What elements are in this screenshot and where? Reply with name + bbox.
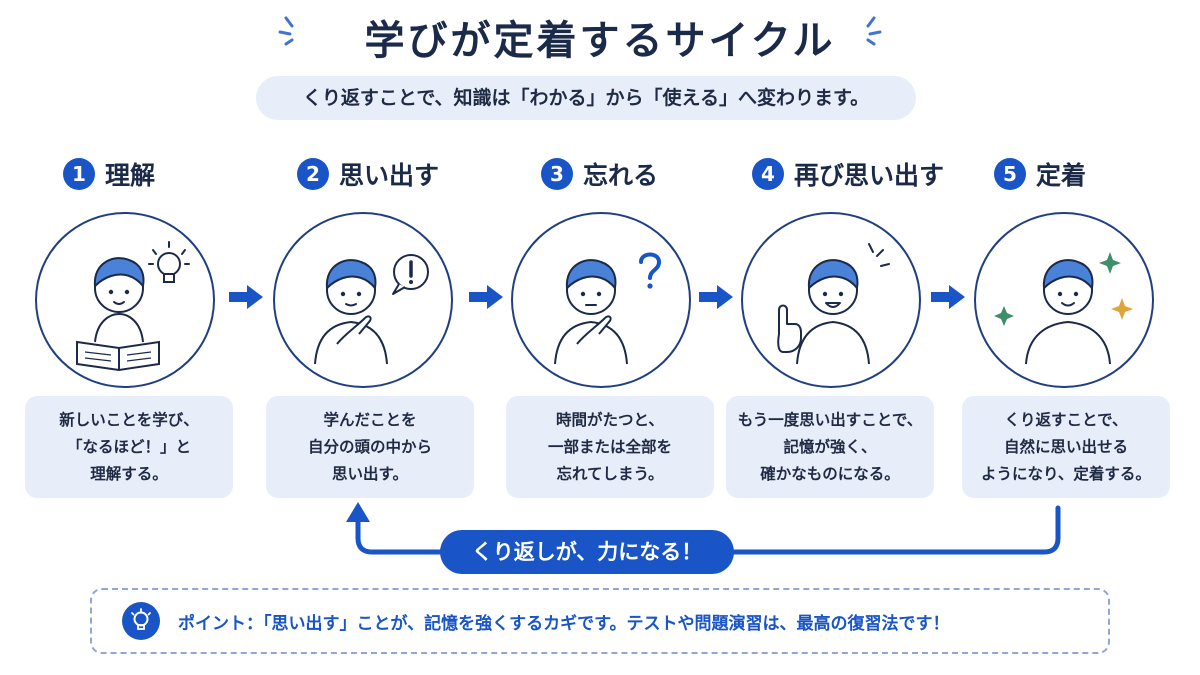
step-number-badge: 5 <box>994 158 1026 190</box>
step-label: 思い出す <box>339 161 440 190</box>
step-number-badge: 2 <box>297 158 329 190</box>
step-1-illustration <box>35 212 215 388</box>
tip-text: ポイント：「思い出す」ことが、記憶を強くするカギです。テストや問題演習は、最高の… <box>178 613 950 634</box>
arrow-right-icon <box>931 285 965 309</box>
step-label: 定着 <box>1036 161 1087 190</box>
loop-label: くり返しが、力になる！ <box>440 530 734 574</box>
step-number-badge: 3 <box>541 158 573 190</box>
step-4-illustration <box>741 212 921 388</box>
page-title: 学びが定着するサイクル <box>364 18 836 64</box>
step-4-heading: 4 再び思い出す <box>752 156 944 192</box>
step-2-description: 学んだことを 自分の頭の中から 思い出す。 <box>266 396 474 498</box>
step-5-description: くり返すことで、 自然に思い出せる ようになり、定着する。 <box>962 396 1170 498</box>
idea-lines-icon <box>868 243 890 267</box>
exclamation-icon <box>392 254 429 295</box>
boy-thinking-icon <box>314 259 388 365</box>
boy-icon <box>93 257 145 343</box>
step-5-heading: 5 定着 <box>994 156 1086 192</box>
step-label: 忘れる <box>583 161 659 190</box>
step-3-illustration <box>511 212 691 388</box>
step-4-description: もう一度思い出すことで、 記憶が強く、 確かなものになる。 <box>726 396 934 498</box>
arrow-right-icon <box>699 285 733 309</box>
arrow-right-icon <box>229 285 263 309</box>
question-icon <box>639 252 662 289</box>
sparkle-icon <box>994 306 1014 326</box>
step-1-description: 新しいことを学び、 「なるほど！」と 理解する。 <box>25 396 233 498</box>
step-2-illustration <box>273 212 453 388</box>
boy-puzzled-icon <box>554 259 628 365</box>
step-3-heading: 3 忘れる <box>541 156 658 192</box>
step-1-heading: 1 理解 <box>63 156 155 192</box>
boy-happy-icon <box>1025 259 1111 365</box>
step-5-illustration <box>974 212 1154 388</box>
step-3-description: 時間がたつと、 一部または全部を 忘れてしまう。 <box>506 396 714 498</box>
title-accent-left-icon <box>278 16 294 46</box>
step-2-heading: 2 思い出す <box>297 156 439 192</box>
sparkle-icon <box>1099 252 1121 274</box>
tip-box: ポイント：「思い出す」ことが、記憶を強くするカギです。テストや問題演習は、最高の… <box>90 588 1110 654</box>
lightbulb-icon <box>122 602 160 640</box>
boy-pointing-icon <box>777 259 870 365</box>
title-accent-right-icon <box>866 16 882 46</box>
lightbulb-icon <box>148 241 190 283</box>
step-label: 理解 <box>105 161 156 190</box>
arrow-right-icon <box>469 285 503 309</box>
step-label: 再び思い出す <box>794 161 945 190</box>
step-number-badge: 4 <box>752 158 784 190</box>
step-number-badge: 1 <box>63 158 95 190</box>
subtitle: くり返すことで、知識は「わかる」から「使える」へ変わります。 <box>256 76 916 120</box>
sparkle-icon <box>1111 298 1133 320</box>
open-book-icon <box>76 340 160 372</box>
